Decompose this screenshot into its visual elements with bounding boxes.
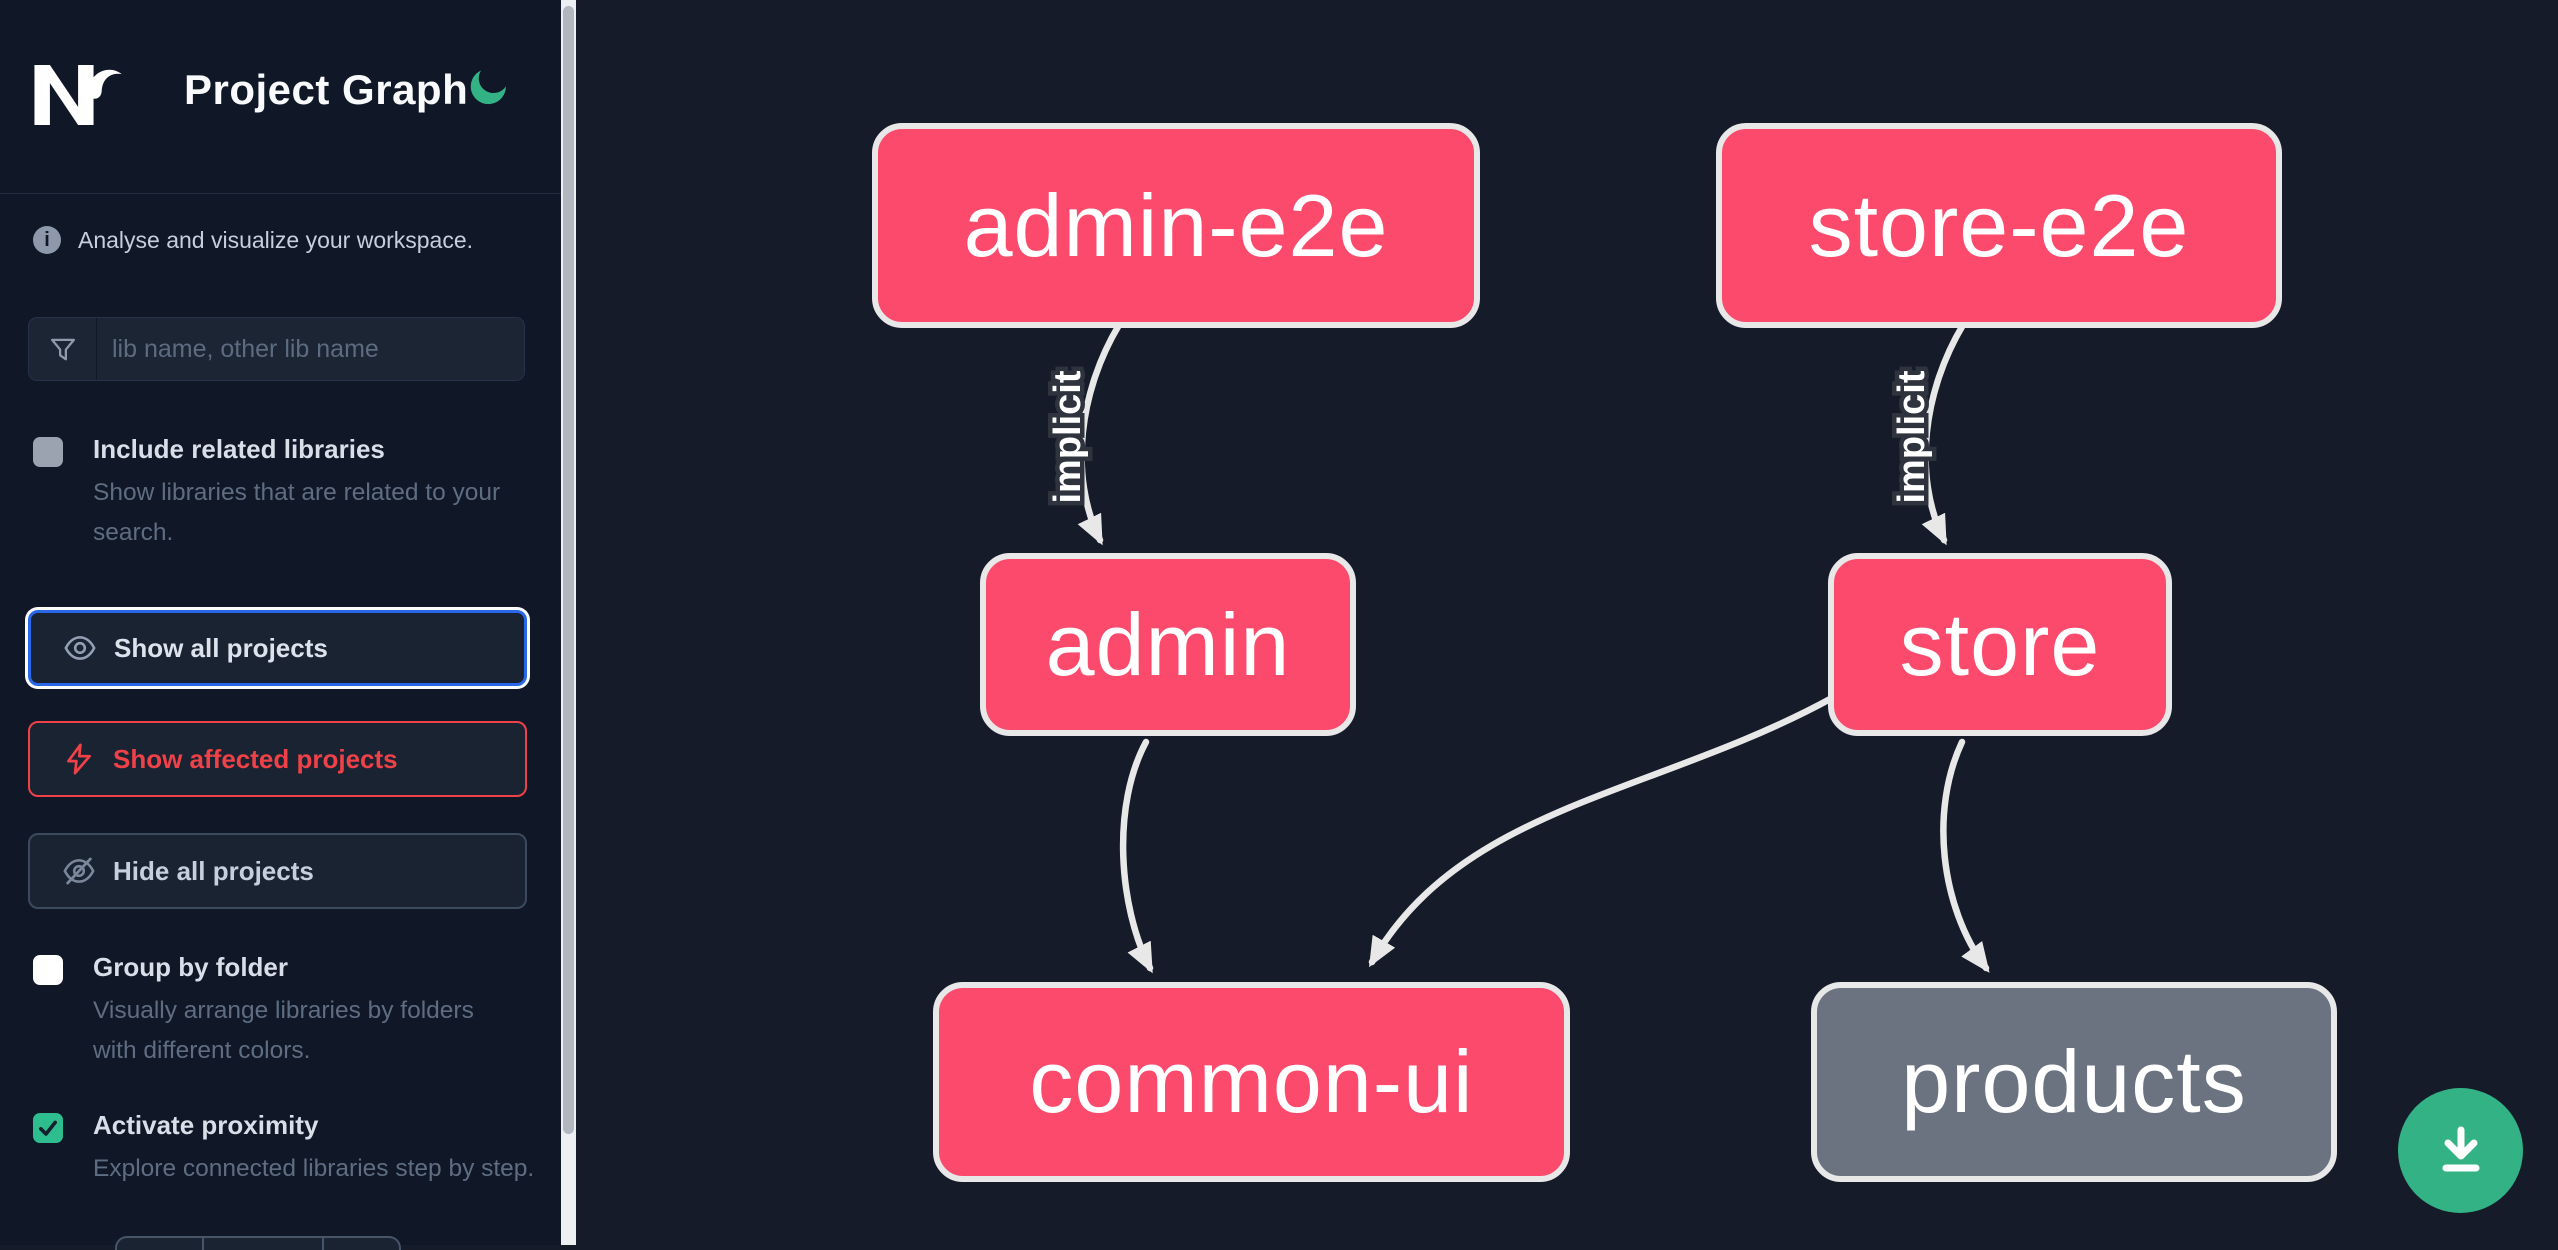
button-label: Show all projects [114, 632, 328, 663]
button-label: Show affected projects [113, 743, 398, 774]
page-title: Project Graph [184, 66, 469, 113]
library-filter-input[interactable] [97, 318, 524, 380]
show-all-projects-button[interactable]: Show all projects [28, 610, 527, 686]
graph-node-store-e2e[interactable]: store-e2e [1716, 123, 2282, 328]
moon-icon [470, 70, 506, 105]
graph-node-store[interactable]: store [1828, 553, 2172, 736]
button-label: Hide all projects [113, 855, 314, 886]
nx-logo [34, 65, 122, 125]
toggle-label: Group by folder [93, 952, 288, 982]
edge-label-implicit: implicit [1891, 370, 1933, 503]
edge-admin-e2e-admin [1077, 321, 1123, 546]
checkbox-activate-proximity[interactable] [33, 1113, 63, 1143]
proximity-increment-button[interactable] [322, 1238, 399, 1250]
download-image-button[interactable] [2398, 1088, 2523, 1213]
graph-node-common-ui[interactable]: common-ui [933, 982, 1570, 1182]
eye-icon [64, 636, 96, 660]
library-filter-field [28, 317, 525, 381]
proximity-decrement-button[interactable] [117, 1238, 202, 1250]
edge-store-products [1940, 738, 1990, 973]
sidebar-scrollbar[interactable] [561, 0, 576, 1245]
funnel-icon [29, 318, 97, 380]
theme-toggle-button[interactable] [468, 64, 512, 108]
graph-node-products[interactable]: products [1811, 982, 2337, 1182]
eye-off-icon [63, 857, 95, 885]
graph-node-admin-e2e[interactable]: admin-e2e [872, 123, 1480, 328]
workspace-tagline: Analyse and visualize your workspace. [78, 226, 474, 253]
hide-all-projects-button[interactable]: Hide all projects [28, 833, 527, 909]
show-affected-projects-button[interactable]: Show affected projects [28, 721, 527, 797]
edge-store-e2e-store [1921, 321, 1967, 546]
graph-node-admin[interactable]: admin [980, 553, 1356, 736]
bolt-icon [67, 743, 91, 775]
checkmark-icon [39, 1120, 57, 1136]
checkbox-include-related[interactable] [33, 437, 63, 467]
toggle-description: Show libraries that are related to your … [93, 479, 501, 546]
download-icon [2442, 1126, 2479, 1171]
proximity-depth-control[interactable] [115, 1236, 401, 1250]
checkbox-group-by-folder[interactable] [33, 955, 63, 985]
sidebar: Project Graph i Analyse and visualize yo… [0, 0, 561, 1250]
sidebar-scrollbar-thumb[interactable] [563, 6, 574, 1134]
info-icon: i [33, 226, 61, 254]
edge-store-common-ui [1368, 694, 1836, 968]
edge-admin-common-ui [1119, 738, 1154, 974]
edge-label-implicit: implicit [1047, 370, 1089, 503]
sidebar-header: Project Graph [0, 0, 561, 194]
toggle-description: Explore connected libraries step by step… [93, 1155, 535, 1182]
toggle-label: Activate proximity [93, 1110, 319, 1140]
workspace-tagline-row: i Analyse and visualize your workspace. [33, 226, 473, 254]
toggle-label: Include related libraries [93, 434, 385, 464]
toggle-description: Visually arrange libraries by folders wi… [93, 997, 474, 1064]
proximity-value [202, 1238, 322, 1250]
